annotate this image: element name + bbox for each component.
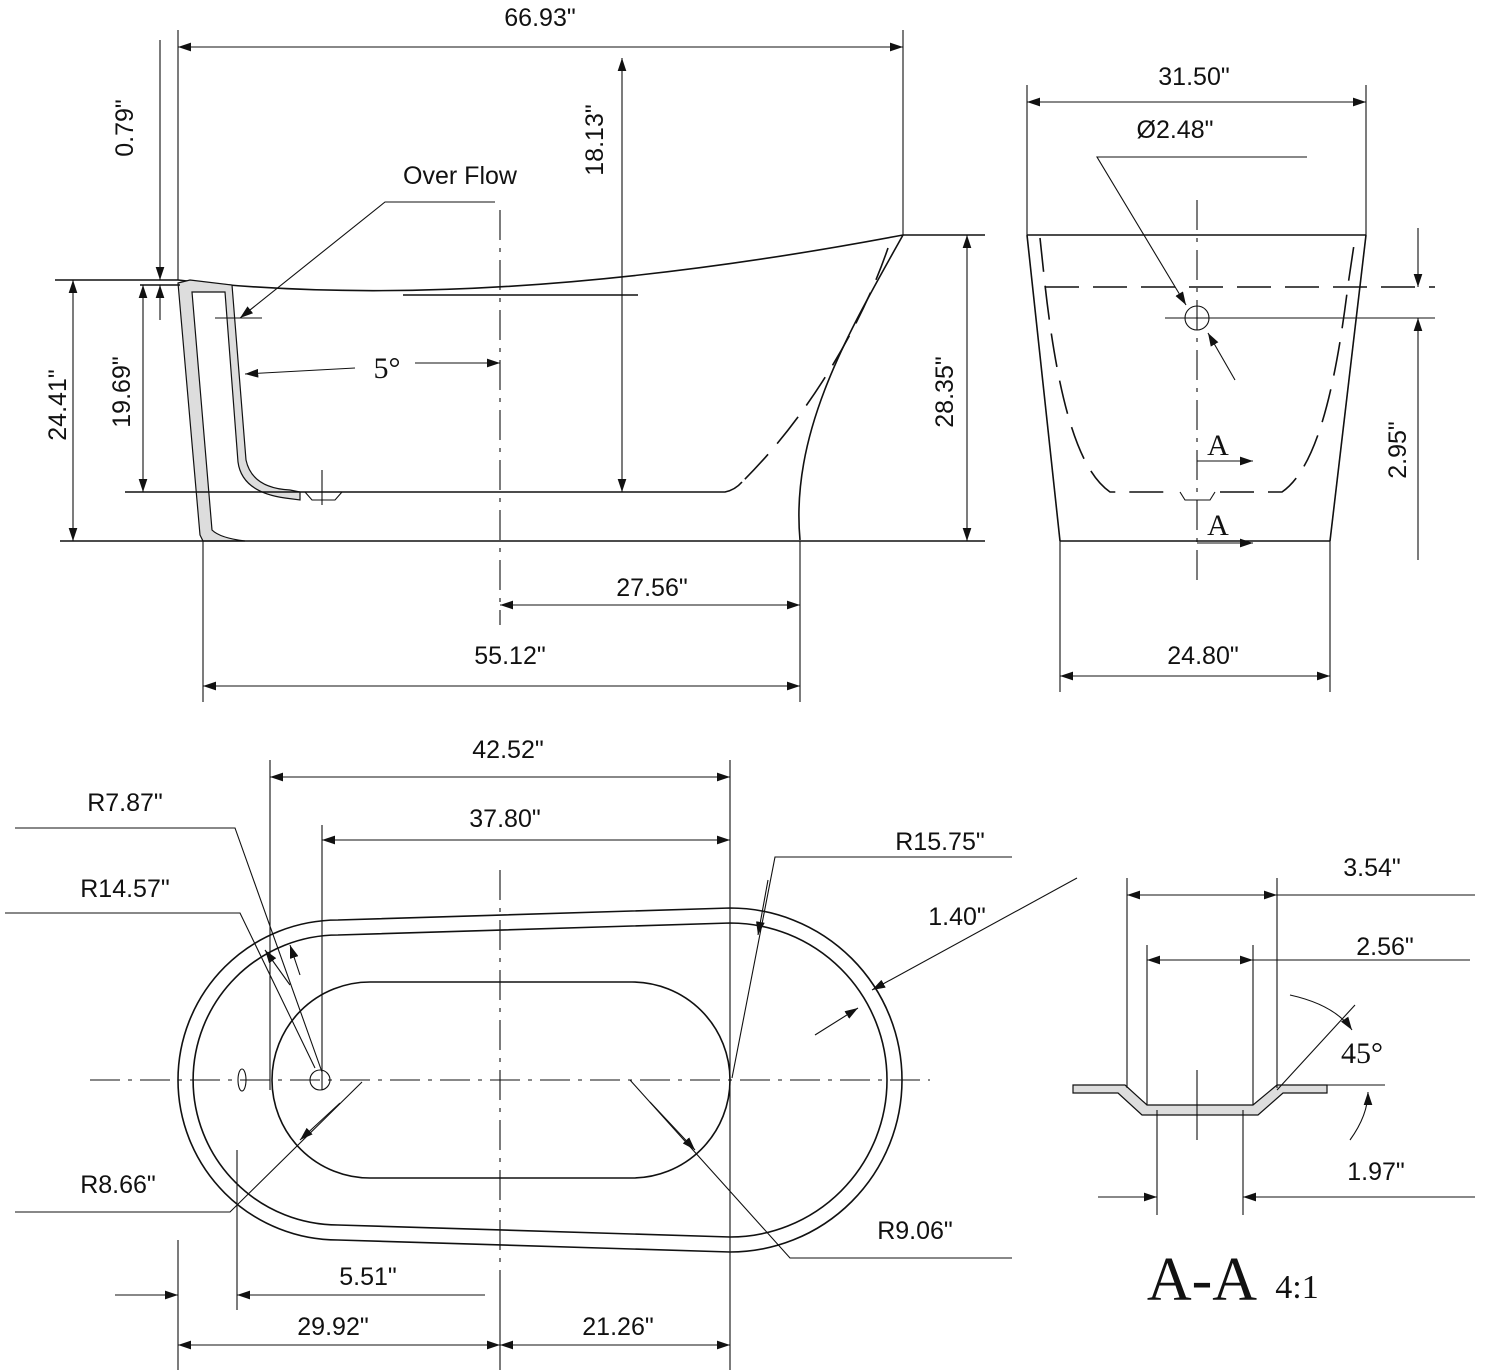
r787-arrow [289, 944, 301, 976]
overflow-diameter-leader-lower [1207, 332, 1236, 381]
top-view: 42.52" 37.80" R7.87" R14.57" R15.75" 1.4… [5, 736, 1078, 1370]
r1575-arrow [756, 879, 769, 936]
label-outer-length: 42.52" [472, 736, 543, 764]
label-r1575: R15.75" [895, 828, 985, 856]
r1457-arrow [264, 949, 291, 986]
label-rim-drop: 0.79" [111, 99, 139, 157]
label-center-to-right: 21.26" [582, 1313, 653, 1341]
tub-rim-outline [177, 234, 904, 292]
angle-arc-upper [1289, 994, 1353, 1031]
angle-arrow-left [244, 367, 356, 378]
r1575-leader [731, 856, 1012, 1079]
end-drain [1179, 491, 1216, 501]
section-mark-bottom: A [1207, 509, 1229, 542]
drain-outline [304, 491, 343, 501]
overflow-hole [1184, 305, 1210, 331]
tub-inner-bottom [300, 481, 743, 493]
label-base-width: 24.80" [1167, 642, 1238, 670]
label-rim-width: 1.40" [928, 903, 986, 931]
label-left-to-center: 29.92" [297, 1313, 368, 1341]
end-left-wall [1026, 234, 1061, 542]
section-a-a: 3.54" 2.56" 45° 1.97" A-A 4:1 [1072, 854, 1475, 1314]
label-overflow: Over Flow [403, 162, 518, 190]
label-overflow-offset: 2.95" [1384, 421, 1412, 479]
label-overall-length: 66.93" [504, 4, 575, 32]
r906-leader [629, 1079, 1012, 1259]
label-r906: R9.06" [877, 1217, 953, 1245]
label-bottom-diameter: 1.97" [1347, 1158, 1405, 1186]
section-scale: 4:1 [1275, 1269, 1318, 1306]
label-base-length: 55.12" [474, 642, 545, 670]
rim-width-arrow-inner [814, 1007, 859, 1036]
label-wall-angle: 5° [374, 352, 401, 385]
label-drain-to-end: 27.56" [616, 574, 687, 602]
overflow-diameter-leader [1096, 156, 1307, 306]
label-interior-depth: 18.13" [581, 104, 609, 175]
tub-right-outer-wall [798, 234, 904, 541]
label-right-height: 28.35" [931, 356, 959, 427]
drain-hole [309, 1069, 331, 1091]
angle-arc-lower [1349, 1091, 1373, 1141]
section-mark-top: A [1207, 429, 1229, 462]
overflow-leader [239, 201, 495, 319]
section-title: A-A [1147, 1246, 1257, 1314]
end-inner-basin-hidden [1039, 237, 1356, 493]
label-r787: R7.87" [87, 789, 163, 817]
label-top-width: 31.50" [1158, 63, 1229, 91]
label-drain-to-end-top: 37.80" [469, 805, 540, 833]
tub-basin-outline [271, 981, 731, 1179]
end-right-wall [1329, 234, 1367, 542]
r866-leader [15, 1081, 363, 1213]
end-view: 31.50" Ø2.48" 2.95" A A 24.80" [1026, 63, 1435, 692]
tub-left-wall-section [177, 279, 301, 542]
label-overflow-offset-top: 5.51" [339, 1263, 397, 1291]
label-overflow-height: 19.69" [108, 356, 136, 427]
label-r866: R8.66" [80, 1171, 156, 1199]
label-inner-diameter: 2.56" [1356, 933, 1414, 961]
label-outer-diameter: 3.54" [1343, 854, 1401, 882]
rim-width-arrow-outer [871, 877, 1078, 991]
label-overflow-diameter: Ø2.48" [1137, 116, 1214, 144]
label-left-height: 24.41" [44, 369, 72, 440]
r906-arrow [649, 1101, 696, 1151]
r866-arrow [299, 1102, 341, 1141]
label-r1457: R14.57" [80, 875, 170, 903]
r1457-leader [5, 912, 316, 1069]
r787-leader [15, 827, 323, 1073]
drain-flange-profile [1072, 1084, 1328, 1116]
side-view: 66.93" 0.79" 18.13" 24.41" 19.69" 28.35"… [44, 4, 985, 702]
tub-right-inner-wall-hidden [741, 247, 889, 483]
overflow-hole-top [237, 1068, 247, 1092]
label-angle: 45° [1341, 1037, 1383, 1070]
